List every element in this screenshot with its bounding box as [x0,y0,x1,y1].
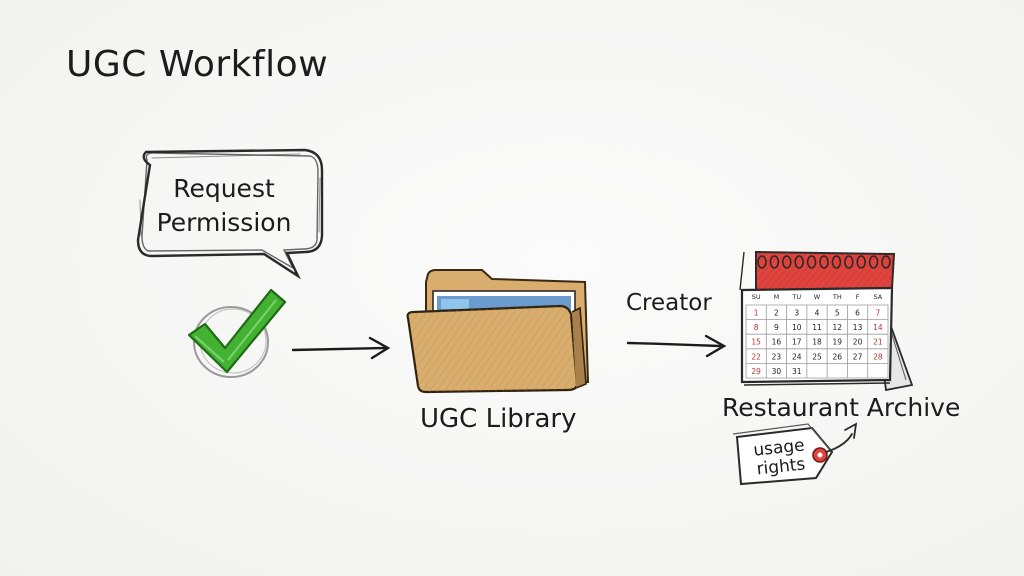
calendar-day: 30 [772,367,782,376]
calendar-weekday: W [814,293,821,301]
request-permission-label: Request Permission [140,172,308,240]
calendar-ring [794,255,805,269]
calendar-weekday: TH [832,293,842,301]
calendar-day: 23 [772,352,782,361]
calendar-day: 1 [754,309,759,318]
calendar-weekday: TU [791,293,801,301]
calendar-day: 29 [751,367,761,376]
request-permission-line-1: Request [173,174,275,203]
calendar-day: 2 [774,309,779,318]
calendar-weekday: SA [874,293,883,301]
calendar-day: 13 [853,323,863,332]
speech-bubble [136,148,324,280]
calendar-ring [831,255,842,269]
calendar-day: 17 [792,338,802,347]
calendar-day: 10 [792,323,802,332]
calendar-day: 4 [815,309,820,318]
calendar-day: 27 [853,352,863,361]
calendar-day: 20 [853,338,863,347]
request-permission-line-2: Permission [156,208,292,237]
calendar-weekday: F [856,293,860,301]
calendar-weekday: SU [752,293,761,301]
calendar-day: 26 [833,352,843,361]
usage-rights-label: usage rights [742,435,818,480]
calendar-day: 18 [812,338,822,347]
calendar-day: 7 [875,309,880,318]
calendar-day: 5 [835,309,840,318]
calendar-day: 6 [855,309,860,318]
restaurant-archive-label: Restaurant Archive [722,393,961,422]
ugc-library-label: UGC Library [420,404,577,434]
calendar-day: 19 [833,338,843,347]
usage-rights-tag [732,422,858,486]
arrow-to-library [291,336,391,360]
check-icon [187,288,287,378]
calendar-day: 24 [792,352,802,361]
creator-label: Creator [626,290,712,316]
calendar-day: 14 [873,323,883,332]
calendar-ring [881,255,891,269]
arrow-to-archive [626,334,727,358]
calendar-day: 22 [751,352,761,361]
calendar-ring [819,255,829,269]
calendar-day: 11 [812,323,822,332]
calendar-day: 25 [812,352,822,361]
calendar-day: 3 [794,309,799,318]
calendar-ring [856,255,867,269]
folder-icon [406,269,590,394]
calendar-day: 16 [772,338,782,347]
calendar-day: 15 [751,338,761,347]
calendar-weekday: M [774,293,780,301]
calendar-day: 28 [873,352,883,361]
calendar-ring [843,255,854,269]
calendar-day: 21 [873,338,883,347]
diagram-title: UGC Workflow [66,44,329,85]
calendar-ring [868,255,879,269]
calendar-ring [769,255,780,269]
calendar-ring [781,255,792,269]
calendar-ring [806,255,817,269]
calendar-day: 8 [754,323,759,332]
calendar-ring [757,255,767,269]
calendar-day: 12 [833,323,843,332]
calendar-day: 9 [774,323,779,332]
calendar-day: 31 [792,367,802,376]
